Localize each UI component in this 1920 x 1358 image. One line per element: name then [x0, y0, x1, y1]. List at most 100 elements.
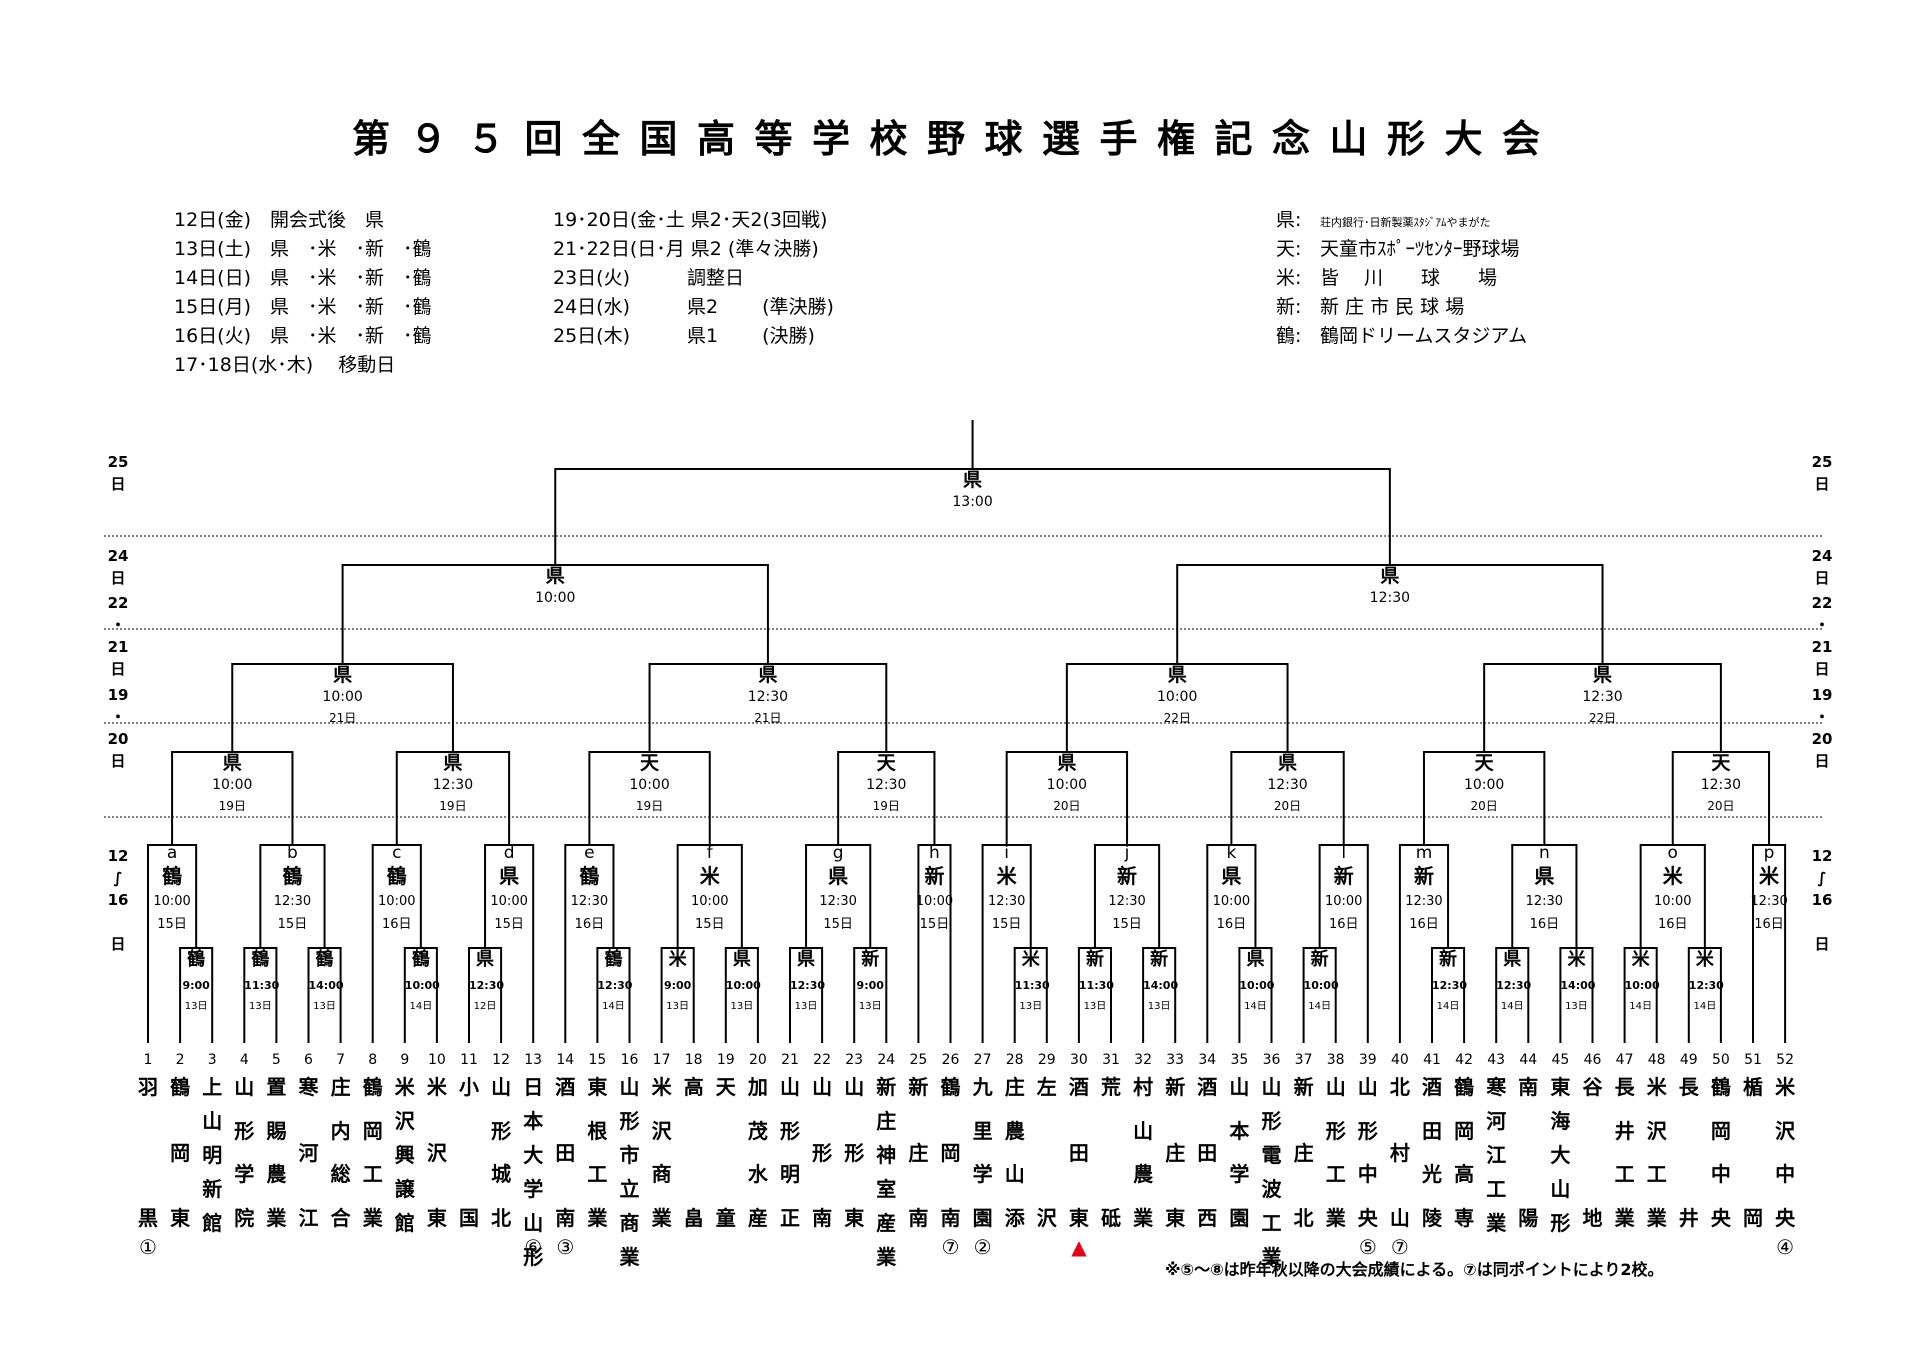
schedule-left-row: 14日(日) 県 ･米 ･新 ･鶴: [174, 267, 432, 289]
team-number: 49: [1679, 1052, 1698, 1068]
team-number: 27: [973, 1052, 992, 1068]
team-name: 米沢興譲館: [390, 1070, 420, 1235]
team-name-char: 童: [715, 1206, 736, 1230]
second-round-id: p: [1763, 843, 1775, 863]
date-label-line: 25: [1811, 453, 1833, 471]
team-name-char: 左: [1036, 1075, 1057, 1099]
team-name-char: 北: [1293, 1206, 1314, 1230]
second-round-day: 16日: [574, 917, 605, 932]
team-mark: ⑥: [524, 1235, 543, 1259]
team-name-char: 形: [812, 1140, 833, 1165]
team-name-char: 地: [1582, 1206, 1603, 1230]
second-round-time: 12:30: [819, 894, 857, 909]
third-round-time: 10:00: [1463, 777, 1505, 793]
team-name-char: 小: [459, 1075, 479, 1099]
team-name: 天童: [711, 1070, 741, 1235]
third-round-day: 20日: [1707, 799, 1735, 813]
team-name-char: 庄: [876, 1109, 897, 1133]
team-name-char: 形: [619, 1109, 640, 1133]
team-name: 米沢工業: [1642, 1070, 1672, 1235]
team-name-char: 波: [1261, 1177, 1282, 1201]
second-round-venue: 県: [1534, 864, 1555, 888]
team-number: 3: [207, 1052, 217, 1068]
team-name-char: 農: [266, 1162, 287, 1187]
team-name-char: 商: [651, 1162, 672, 1187]
quarterfinal-day: 21日: [754, 711, 782, 725]
team-name-char: 鶴: [362, 1075, 383, 1099]
team-name-char: 河: [298, 1140, 319, 1165]
team-name-char: 庄: [908, 1140, 929, 1165]
third-round-day: 19日: [439, 799, 467, 813]
team-name-char: 陽: [1518, 1206, 1539, 1230]
second-round-venue: 米: [1662, 864, 1683, 888]
venue-code: 米:: [1276, 267, 1302, 289]
second-round-day: 15日: [494, 917, 524, 932]
second-round-day: 16日: [1409, 917, 1439, 932]
team-name: 山形工業: [1321, 1070, 1351, 1235]
team-number: 15: [588, 1052, 607, 1068]
team-name-char: 業: [876, 1245, 897, 1269]
first-round-venue: 米: [668, 949, 687, 970]
third-round-venue: 県: [222, 752, 242, 774]
team-name-char: 岡: [1710, 1118, 1731, 1143]
quarterfinal-venue: 県: [333, 664, 353, 686]
first-round-venue: 米: [1631, 949, 1650, 970]
team-name-char: 室: [876, 1177, 897, 1201]
date-label-line: 日: [110, 660, 126, 678]
date-label-line: 21: [1811, 638, 1833, 656]
quarterfinal-day: 21日: [328, 711, 357, 725]
second-round-time: 10:00: [915, 894, 954, 909]
second-round-time: 10:00: [1324, 894, 1363, 909]
team-name: 鶴岡工業: [358, 1070, 388, 1235]
team-name-char: 明: [202, 1143, 223, 1167]
schedule-left-row: 13日(土) 県 ･米 ･新 ･鶴: [174, 238, 432, 260]
team-name-char: 工: [1261, 1211, 1282, 1235]
team-name: 羽黒: [133, 1070, 163, 1235]
first-round-venue: 鶴: [604, 949, 623, 970]
first-round-day: 14日: [602, 1001, 625, 1012]
team-name-char: 里: [972, 1118, 993, 1143]
team-name: 新庄南: [903, 1070, 933, 1235]
first-round-time: 9:00: [663, 979, 692, 992]
team-name-char: 正: [780, 1205, 800, 1230]
first-round-venue: 米: [1695, 949, 1714, 970]
team-name-char: 庄: [1293, 1140, 1314, 1165]
team-name-char: 業: [587, 1205, 608, 1230]
third-round-day: 20日: [1053, 799, 1081, 813]
quarterfinal-venue: 県: [758, 664, 778, 686]
team-name-char: 添: [1004, 1205, 1025, 1230]
second-round-id: o: [1667, 843, 1678, 863]
third-round-time: 12:30: [1267, 777, 1308, 793]
venue-legend: 県:荘内銀行･日新製薬ｽﾀｼﾞｱﾑやまがた天:天童市ｽﾎﾟｰﾂｾﾝﾀｰ野球場米:…: [1276, 206, 1527, 351]
second-round-time: 12:30: [1525, 894, 1564, 909]
team-name-char: 農: [1004, 1118, 1025, 1143]
second-round-id: c: [392, 843, 402, 863]
schedule-middle-row: 19･20日(金･土 県2･天2(3回戦): [553, 209, 828, 231]
third-round-venue: 県: [1278, 752, 1298, 774]
venue-name: 皆 川 球 場: [1320, 267, 1498, 289]
team-name-char: 譲: [394, 1177, 415, 1201]
team-name-char: 高: [1454, 1162, 1475, 1187]
team-number: 26: [941, 1052, 960, 1068]
team-name-char: 寒: [298, 1075, 319, 1099]
team-name: 谷地: [1578, 1070, 1608, 1235]
team-name-char: 山: [1229, 1075, 1250, 1099]
team-name-char: 酒: [1068, 1075, 1089, 1099]
